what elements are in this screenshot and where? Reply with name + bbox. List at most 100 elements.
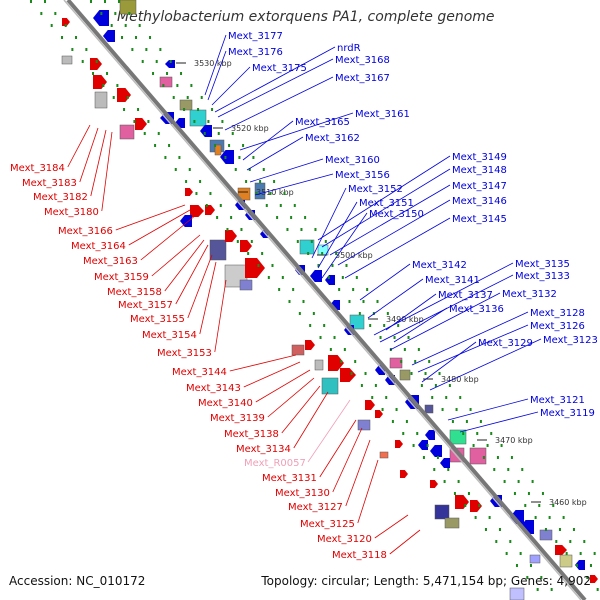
gene-label-reverse[interactable]: Mext_3162 [305, 133, 360, 144]
gene-label-reverse[interactable]: Mext_3126 [530, 321, 585, 332]
track-dot [137, 108, 140, 111]
gene-label-reverse[interactable]: Mext_3150 [369, 209, 424, 220]
gene-label-forward[interactable]: Mext_3155 [130, 314, 185, 325]
gene-label-forward[interactable]: Mext_3120 [317, 534, 372, 545]
track-dot [490, 432, 493, 435]
gene-label-forward[interactable]: Mext_3158 [107, 287, 162, 298]
scale-tick-label: 3460 kbp [549, 498, 587, 507]
gene-label-reverse[interactable]: Mext_3168 [335, 55, 390, 66]
gene-label-leader [211, 66, 251, 106]
gene-arrow-forward [340, 368, 356, 382]
track-dot [536, 588, 539, 591]
gene-label-reverse[interactable]: Mext_3165 [295, 117, 350, 128]
gene-label-forward[interactable]: Mext_3159 [94, 272, 149, 283]
gene-label-reverse[interactable]: Mext_3128 [530, 308, 585, 319]
gene-block [239, 279, 253, 291]
track-dot [569, 540, 572, 543]
gene-label-forward[interactable]: Mext_3153 [157, 348, 212, 359]
gene-label-forward[interactable]: Mext_3184 [10, 163, 65, 174]
track-dot [331, 264, 334, 267]
track-dot [180, 72, 183, 75]
gene-label-reverse[interactable]: Mext_3149 [452, 152, 507, 163]
gene-label-reverse[interactable]: Mext_3121 [530, 395, 585, 406]
gene-label-reverse[interactable]: Mext_3152 [348, 184, 403, 195]
gene-label-reverse[interactable]: Mext_3119 [540, 408, 595, 419]
track-dot [185, 180, 188, 183]
gene-label-reverse[interactable]: Mext_3146 [452, 196, 507, 207]
track-dot [216, 216, 219, 219]
gene-label-leader [217, 58, 334, 118]
gene-label-reverse[interactable]: Mext_3123 [543, 335, 598, 346]
gene-label-reverse[interactable]: Mext_3148 [452, 165, 507, 176]
rna-label[interactable]: Mext_R0057 [244, 458, 306, 469]
gene-label-reverse[interactable]: Mext_3151 [359, 198, 414, 209]
gene-label-reverse[interactable]: Mext_3141 [425, 275, 480, 286]
gene-label-reverse[interactable]: Mext_3136 [449, 304, 504, 315]
gene-label-forward[interactable]: Mext_3134 [236, 444, 291, 455]
gene-label-reverse[interactable]: Mext_3160 [325, 155, 380, 166]
track-dot [550, 588, 553, 591]
gene-label-forward[interactable]: Mext_3180 [44, 207, 99, 218]
gene-label-reverse[interactable]: Mext_3167 [335, 73, 390, 84]
gene-label-forward[interactable]: Mext_3182 [33, 192, 88, 203]
gene-label-reverse[interactable]: Mext_3133 [515, 271, 570, 282]
track-dot [214, 144, 217, 147]
gene-label-forward[interactable]: Mext_3163 [83, 256, 138, 267]
gene-label-forward[interactable]: Mext_3154 [142, 330, 197, 341]
track-dot [355, 276, 358, 279]
gene-label-reverse[interactable]: Mext_3132 [502, 289, 557, 300]
track-dot [75, 36, 78, 39]
gene-label-reverse[interactable]: Mext_3135 [515, 259, 570, 270]
gene-label-forward[interactable]: Mext_3157 [118, 300, 173, 311]
gene-label-forward[interactable]: Mext_3144 [172, 367, 227, 378]
gene-label-forward[interactable]: Mext_3183 [22, 178, 77, 189]
gene-label-leader [447, 398, 529, 421]
gene-label-leader [246, 136, 304, 171]
gene-label-reverse[interactable]: Mext_3147 [452, 181, 507, 192]
track-dot [343, 348, 346, 351]
gene-label-forward[interactable]: Mext_3127 [288, 502, 343, 513]
gene-label-reverse[interactable]: Mext_3156 [335, 170, 390, 181]
gene-label-leader [207, 50, 227, 101]
gene-label-leader [385, 293, 437, 331]
gene-label-forward[interactable]: Mext_3118 [332, 550, 387, 561]
gene-label-forward[interactable]: Mext_3140 [198, 398, 253, 409]
track-dot [267, 276, 270, 279]
gene-label-forward[interactable]: Mext_3131 [262, 473, 317, 484]
track-dot [541, 492, 544, 495]
track-dot [407, 336, 410, 339]
gene-label-leader [344, 217, 451, 279]
gene-label-forward[interactable]: Mext_3130 [275, 488, 330, 499]
gene-block [299, 239, 315, 255]
track-dot [405, 420, 408, 423]
track-dot [205, 204, 208, 207]
gene-label-reverse[interactable]: nrdR [337, 43, 361, 54]
gene-label-reverse[interactable]: Mext_3177 [228, 31, 283, 42]
track-dot [500, 444, 503, 447]
gene-label-reverse[interactable]: Mext_3129 [478, 338, 533, 349]
track-dot [455, 408, 458, 411]
track-dot [379, 336, 382, 339]
gene-label-forward[interactable]: Mext_3125 [300, 519, 355, 530]
gene-label-leader [317, 201, 358, 269]
track-dot [314, 228, 317, 231]
track-dot [50, 24, 53, 27]
track-dot [565, 552, 568, 555]
gene-label-forward[interactable]: Mext_3164 [71, 241, 126, 252]
track-dot [324, 240, 327, 243]
gene-label-reverse[interactable]: Mext_3145 [452, 214, 507, 225]
gene-label-reverse[interactable]: Mext_3175 [252, 63, 307, 74]
gene-block [94, 91, 108, 109]
gene-label-reverse[interactable]: Mext_3176 [228, 47, 283, 58]
gene-label-forward[interactable]: Mext_3166 [58, 226, 113, 237]
gene-label-reverse[interactable]: Mext_3137 [438, 290, 493, 301]
gene-label-reverse[interactable]: Mext_3161 [355, 109, 410, 120]
gene-label-forward[interactable]: Mext_3139 [210, 413, 265, 424]
gene-label-leader [307, 399, 351, 463]
track-dot [40, 12, 43, 15]
gene-arrow-forward [430, 480, 438, 488]
gene-label-reverse[interactable]: Mext_3142 [412, 260, 467, 271]
gene-label-forward[interactable]: Mext_3143 [186, 383, 241, 394]
gene-label-forward[interactable]: Mext_3138 [224, 429, 279, 440]
gene-label-leader [224, 76, 334, 131]
